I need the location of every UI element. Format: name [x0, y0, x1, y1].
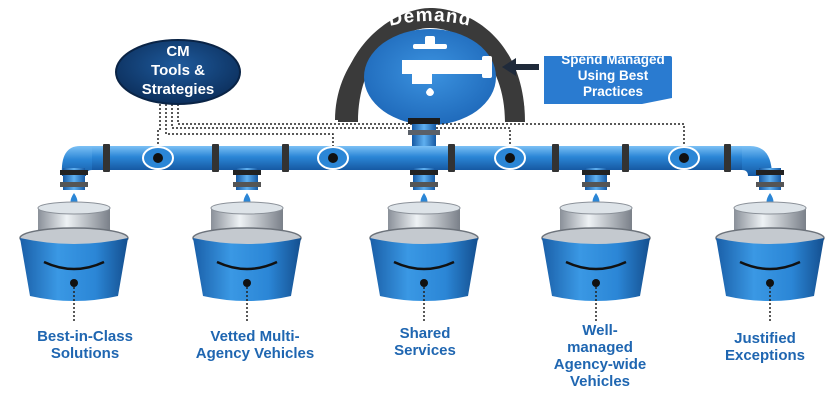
- spend-managed-label: Spend Managed Using Best Practices: [548, 52, 678, 100]
- bucket-1: [19, 168, 129, 322]
- cm-line-1: CM: [166, 43, 190, 60]
- bucket-label-well-managed: Well- managed Agency-wide Vehicles: [540, 322, 660, 390]
- bucket-5-line-1: Justified: [734, 330, 796, 347]
- bucket-3: [369, 168, 479, 322]
- bucket-4-line-1: Well-: [582, 322, 618, 339]
- bucket-2-line-1: Vetted Multi-: [210, 328, 300, 345]
- valve-icons: [142, 146, 700, 170]
- bucket-label-shared: Shared Services: [370, 325, 480, 359]
- demand-arc-body: [338, 8, 525, 122]
- bucket-4-line-4: Vehicles: [569, 373, 631, 390]
- bucket-3-line-1: Shared: [399, 325, 451, 342]
- spend-line-1: Spend Managed: [561, 52, 665, 67]
- spend-box: [544, 56, 672, 104]
- bucket-4-line-2: managed: [567, 339, 633, 356]
- cm-line-2: Tools &: [151, 62, 205, 79]
- spend-line-3: Practices: [582, 84, 644, 99]
- bucket-2: [192, 168, 302, 322]
- cm-line-3: Strategies: [141, 81, 215, 98]
- bucket-2-line-2: Agency Vehicles: [195, 345, 315, 362]
- main-pipe: [80, 146, 750, 170]
- arrow-left-icon: [502, 58, 539, 76]
- bucket-1-line-1: Best-in-Class: [37, 328, 133, 345]
- faucet-icon: [402, 36, 492, 96]
- svg-text:Demand: Demand: [387, 5, 474, 31]
- cm-tools-label: CM Tools & Strategies: [116, 42, 240, 99]
- bucket-4: [541, 168, 651, 322]
- bucket-4-line-3: Agency-wide: [553, 356, 647, 373]
- spend-line-2: Using Best: [577, 68, 649, 83]
- bucket-label-best-in-class: Best-in-Class Solutions: [20, 328, 150, 362]
- cm-oval: [115, 39, 241, 105]
- bucket-3-line-2: Services: [394, 342, 456, 359]
- bucket-5: [715, 168, 825, 322]
- bucket-label-vetted: Vetted Multi- Agency Vehicles: [180, 328, 330, 362]
- demand-label: Demand: [387, 5, 473, 31]
- bucket-5-line-2: Exceptions: [724, 347, 806, 364]
- bucket-1-line-2: Solutions: [50, 345, 120, 362]
- pipe-couplings: [103, 144, 731, 172]
- bucket-label-justified: Justified Exceptions: [710, 330, 820, 364]
